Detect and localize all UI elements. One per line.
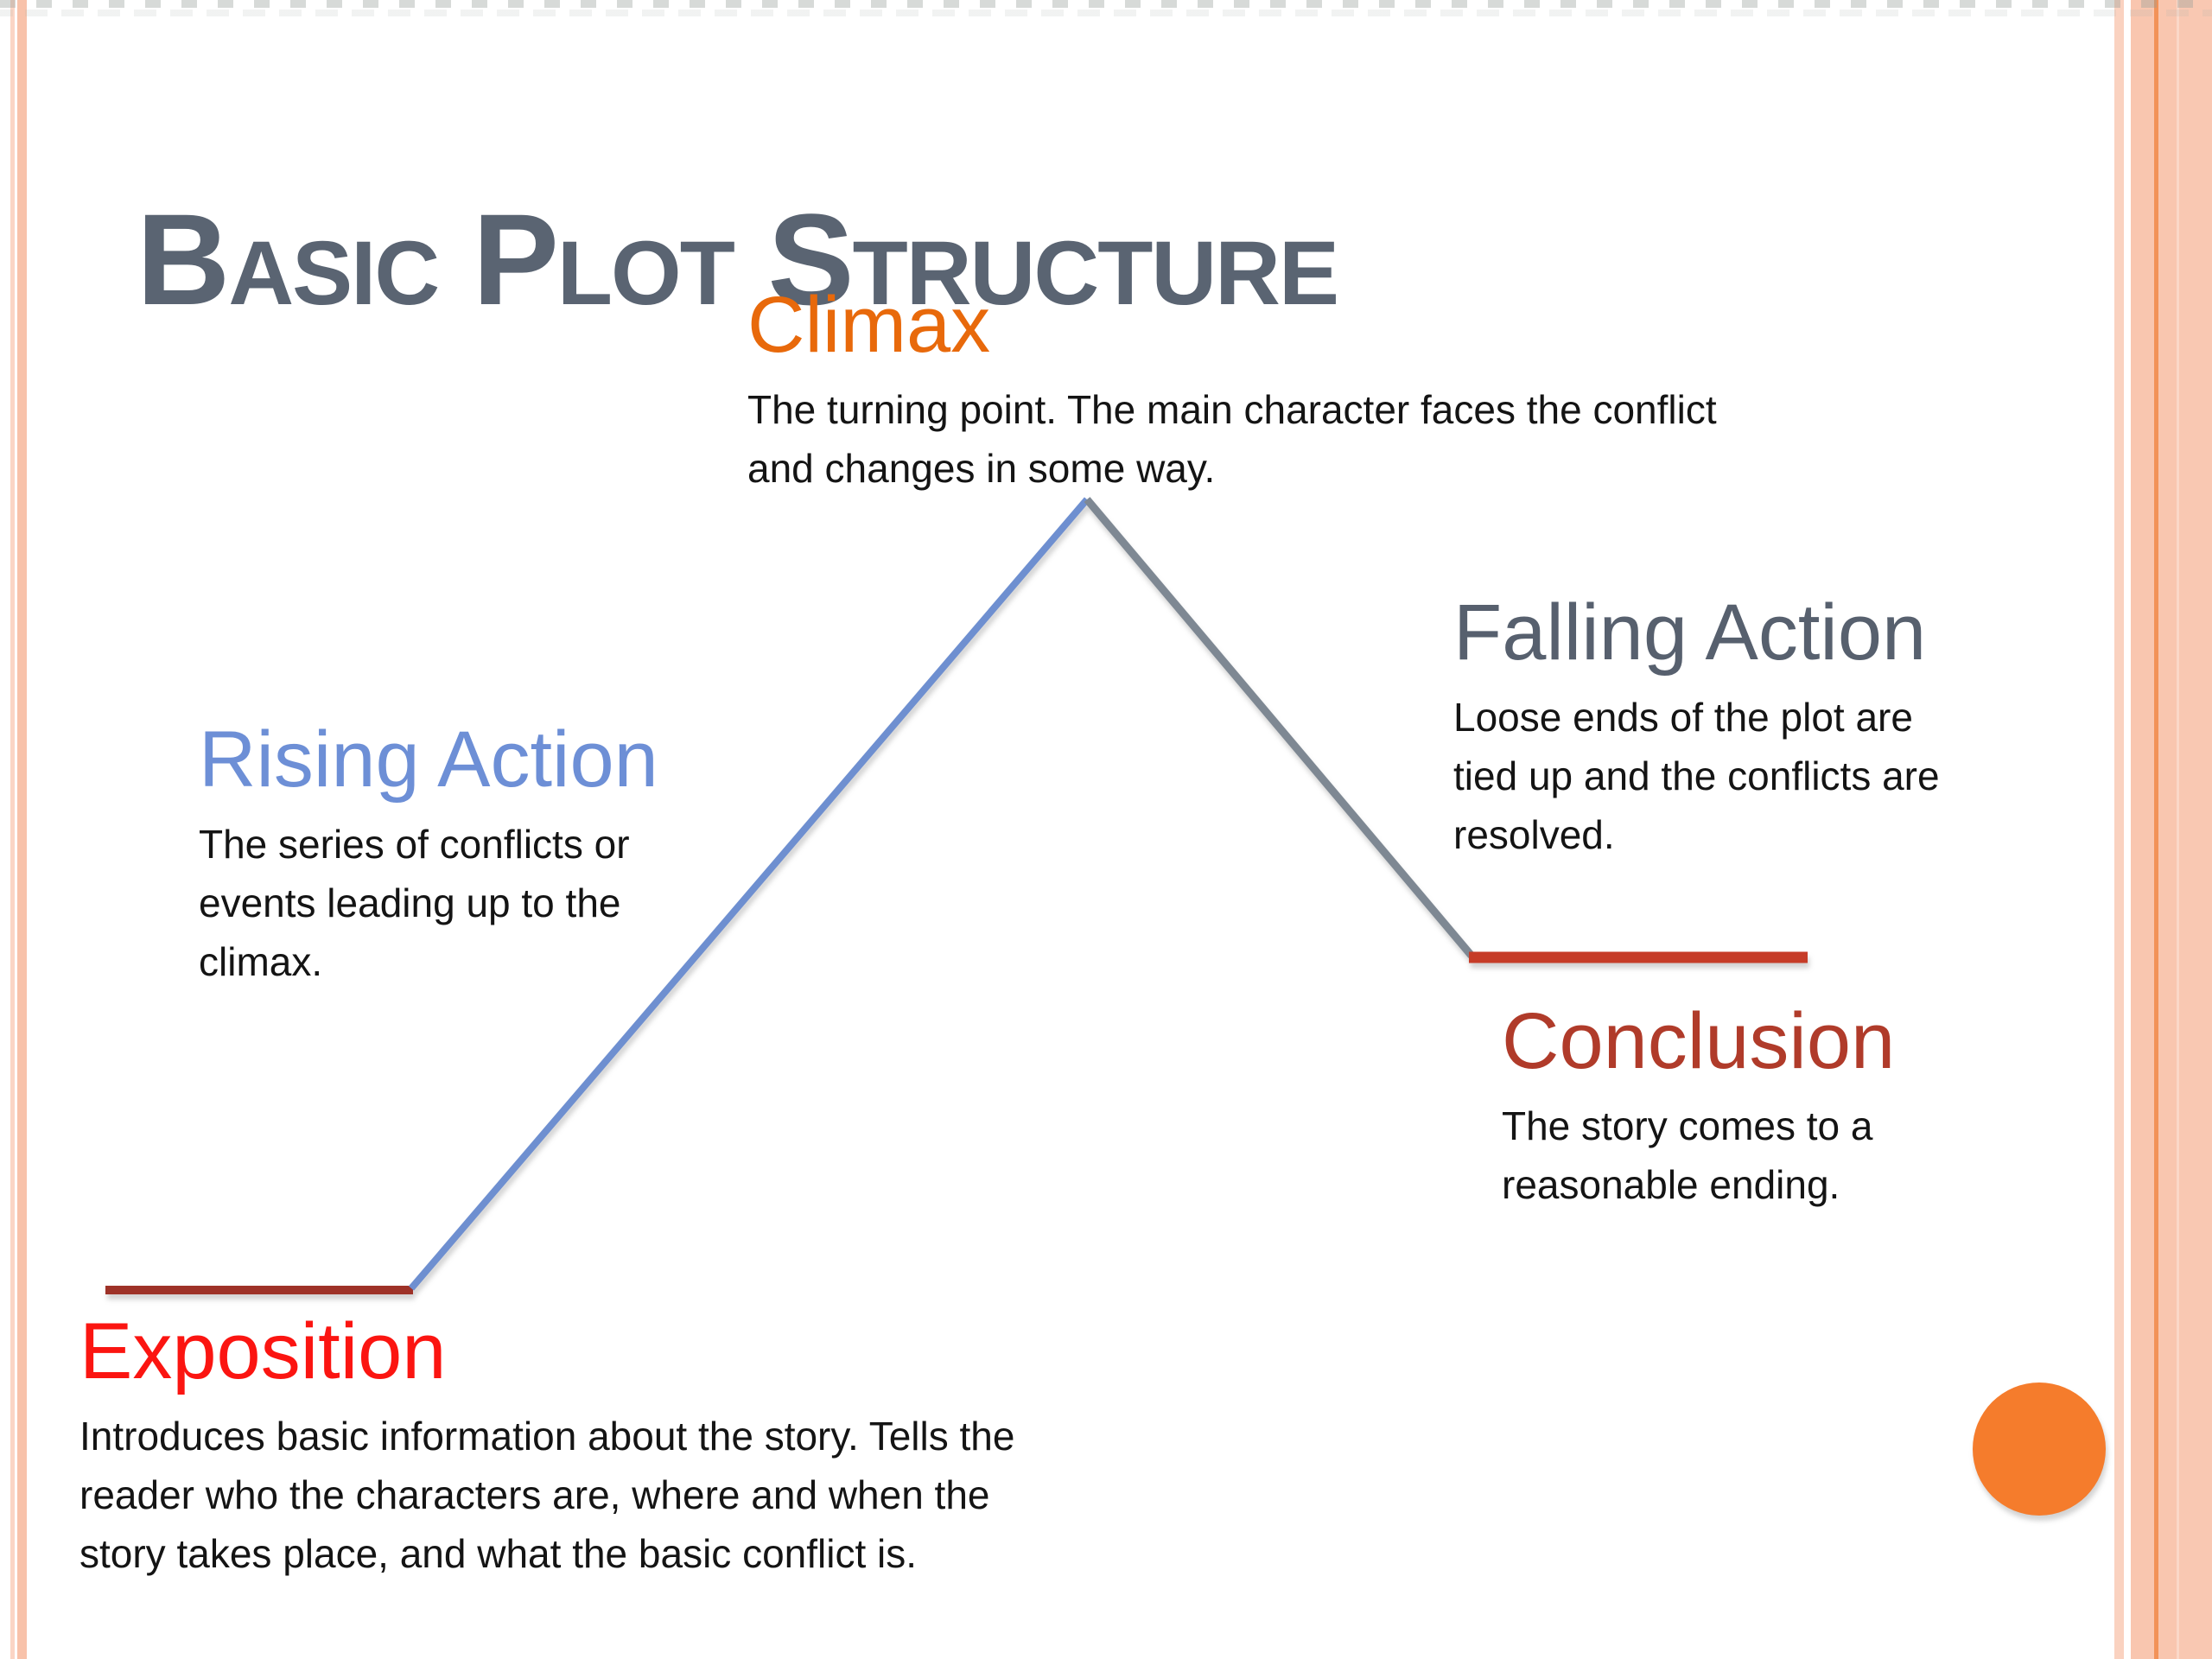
section-climax: Climax The turning point. The main chara… (747, 285, 1750, 498)
falling-action-heading: Falling Action (1453, 588, 1927, 677)
right-border-stripes (2114, 0, 2212, 1659)
section-rising-action: Rising Action The series of conflicts or… (199, 720, 726, 991)
section-conclusion: Conclusion The story comes to a reasonab… (1502, 1001, 1951, 1214)
exposition-description: Introduces basic information about the s… (79, 1414, 1015, 1576)
page-title: Basic Plot Structure (137, 186, 1339, 332)
conclusion-description: The story comes to a reasonable ending. (1502, 1103, 1873, 1207)
orange-circle-decoration (1973, 1382, 2106, 1516)
rising-action-description: The series of conflicts or events leadin… (199, 822, 630, 984)
top-border-dots (0, 0, 2212, 19)
left-border-stripes (0, 0, 29, 1659)
conclusion-heading: Conclusion (1502, 997, 1896, 1085)
exposition-heading: Exposition (79, 1307, 447, 1395)
climax-heading: Climax (747, 281, 991, 369)
section-exposition: Exposition Introduces basic information … (79, 1312, 1073, 1583)
falling-action-line (1084, 497, 1475, 958)
climax-description: The turning point. The main character fa… (747, 387, 1717, 491)
falling-action-description: Loose ends of the plot are tied up and t… (1453, 695, 1940, 857)
section-falling-action: Falling Action Loose ends of the plot ar… (1453, 593, 1985, 864)
rising-action-heading: Rising Action (199, 715, 658, 804)
